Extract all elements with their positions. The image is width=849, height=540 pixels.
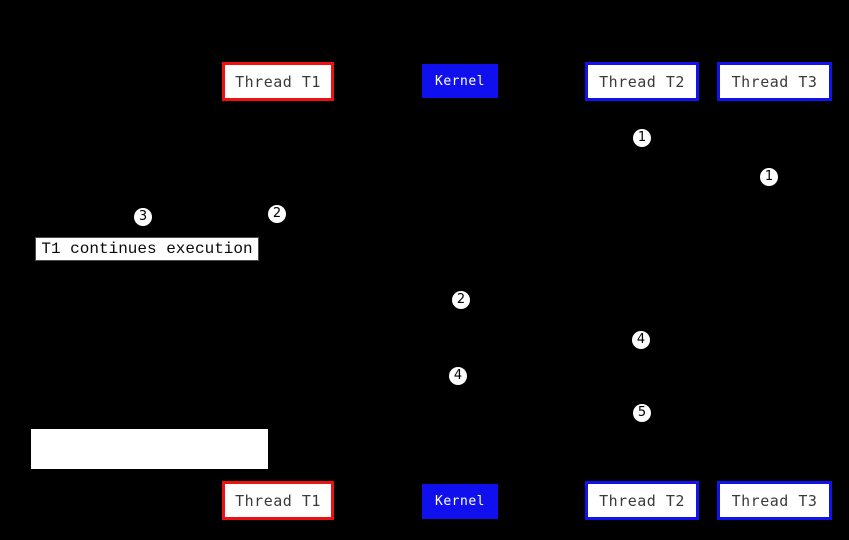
thread-t2-box-bottom: Thread T2 (585, 481, 699, 520)
step-marker-4: 4 (632, 331, 650, 349)
step-marker-1: 1 (760, 168, 778, 186)
step-marker-1: 1 (633, 129, 651, 147)
blank-note-box (31, 429, 268, 469)
thread-t3-box-top: Thread T3 (717, 62, 832, 101)
step-marker-2: 2 (268, 205, 286, 223)
step-marker-5: 5 (633, 404, 651, 422)
kernel-box-top: Kernel (422, 64, 498, 98)
step-marker-2: 2 (452, 291, 470, 309)
thread-t1-box-bottom: Thread T1 (222, 481, 334, 520)
thread-t3-box-bottom: Thread T3 (717, 481, 832, 520)
kernel-box-bottom: Kernel (422, 484, 498, 519)
step-marker-4: 4 (449, 367, 467, 385)
step-marker-3: 3 (134, 208, 152, 226)
note-t1-continues-execution: T1 continues execution (35, 237, 259, 261)
thread-t2-box-top: Thread T2 (585, 62, 699, 101)
thread-t1-box-top: Thread T1 (222, 62, 334, 101)
